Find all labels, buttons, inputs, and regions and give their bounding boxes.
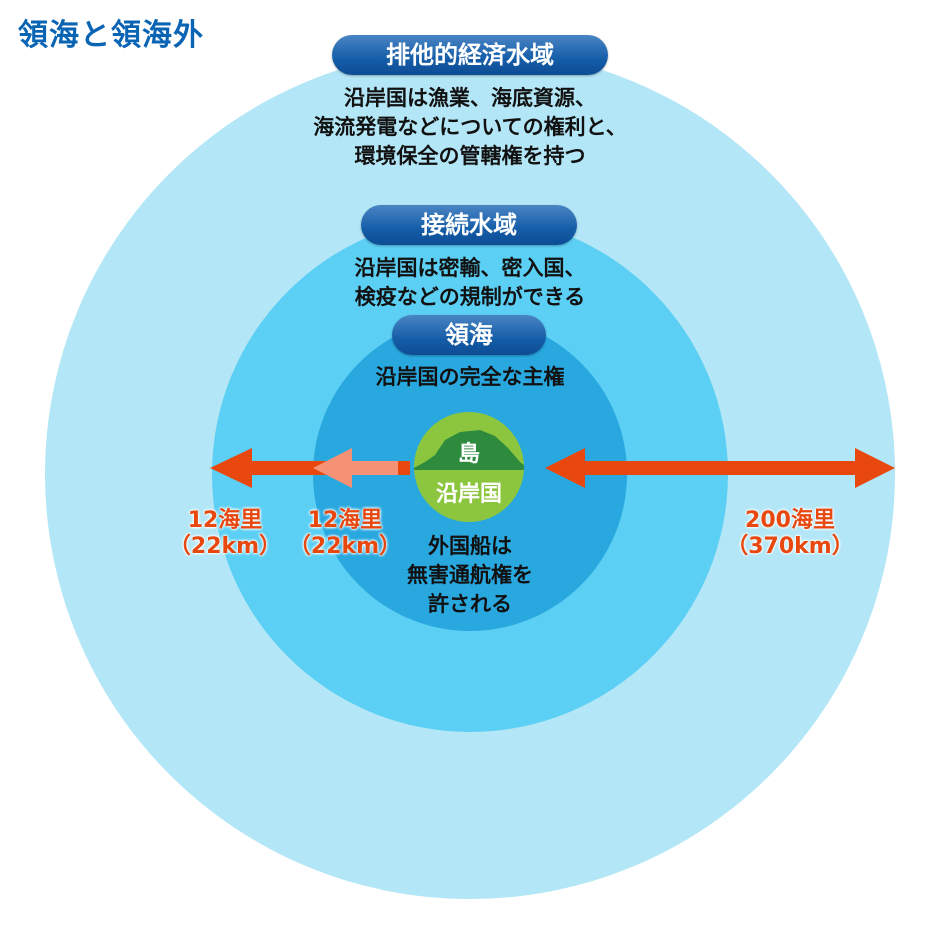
distance-km: （22km） — [168, 534, 282, 559]
distance-km: （370km） — [726, 534, 854, 559]
contiguous-zone-label: 接続水域 — [361, 205, 577, 245]
arrow-eez — [545, 448, 895, 488]
distance-nm: 12海里 — [307, 508, 383, 533]
territorial-distance-label: 12海里 （22km） — [280, 508, 410, 560]
eez-desc-line: 沿岸国は漁業、海底資源、 — [344, 86, 596, 110]
island-label: 島 — [457, 442, 480, 467]
eez-distance-label: 200海里 （370km） — [715, 508, 865, 560]
distance-km: （22km） — [288, 534, 402, 559]
eez-desc-line: 環境保全の管轄権を持つ — [354, 144, 586, 168]
territorial-sea-label: 領海 — [392, 315, 546, 355]
contiguous-distance-label: 12海里 （22km） — [160, 508, 290, 560]
innocent-passage-note: 外国船は 無害通航権を 許される — [370, 532, 570, 619]
coastal-state-label: 沿岸国 — [435, 482, 502, 507]
note-line: 無害通航権を — [407, 563, 533, 587]
contiguous-desc-line: 沿岸国は密輸、密入国、 — [354, 256, 586, 280]
distance-nm: 12海里 — [187, 508, 263, 533]
page-title: 領海と領海外 — [18, 18, 204, 53]
eez-label: 排他的経済水域 — [332, 35, 608, 75]
island-icon — [414, 412, 524, 522]
note-line: 許される — [428, 592, 512, 616]
eez-desc-line: 海流発電などについての権利と、 — [313, 115, 627, 139]
contiguous-zone-description: 沿岸国は密輸、密入国、 検疫などの規制ができる — [260, 254, 680, 312]
eez-description: 沿岸国は漁業、海底資源、 海流発電などについての権利と、 環境保全の管轄権を持つ — [220, 84, 720, 171]
note-line: 外国船は — [428, 534, 512, 558]
contiguous-desc-line: 検疫などの規制ができる — [354, 285, 586, 309]
arrow-territorial — [313, 448, 398, 488]
distance-nm: 200海里 — [745, 508, 835, 533]
territorial-sea-description: 沿岸国の完全な主権 — [375, 365, 565, 389]
